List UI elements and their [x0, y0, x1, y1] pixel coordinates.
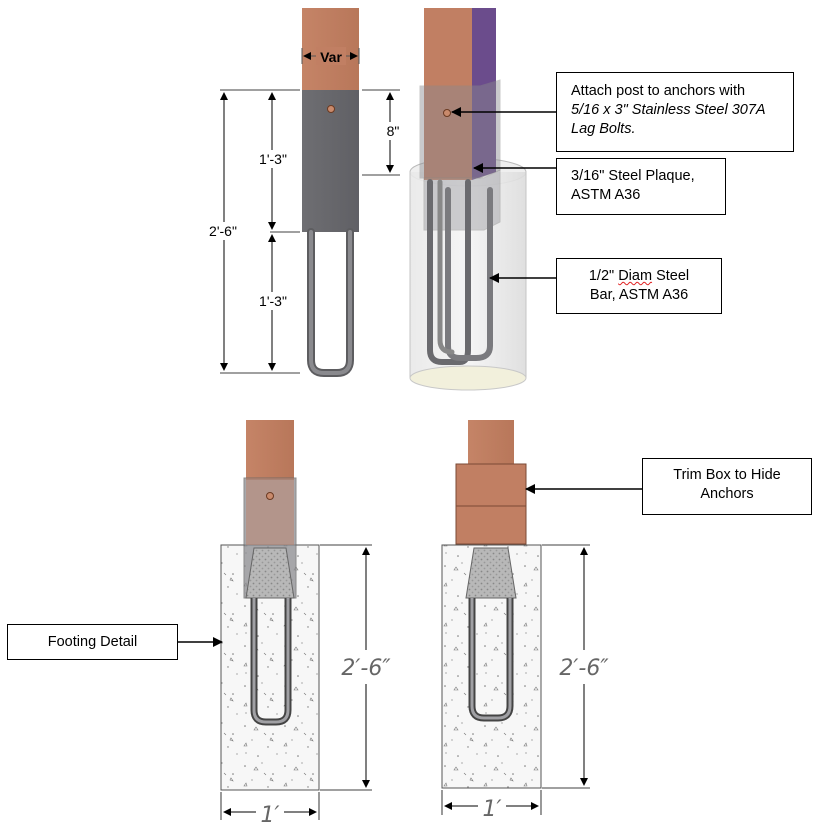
lag-bolts-line3: Lag Bolts.	[571, 121, 636, 137]
width-dim-label: 1′	[261, 803, 280, 828]
bar-material: Steel	[652, 268, 690, 284]
anchor-bars	[427, 179, 493, 365]
footing-section-right: 2′-6″ 1′	[441, 420, 618, 822]
footing-detail-label: Footing Detail	[47, 634, 138, 650]
trim-box-line1: Trim Box to Hide	[673, 467, 781, 483]
trim-box	[455, 463, 527, 545]
plaque-line2: ASTM A36	[571, 187, 641, 203]
label-bg	[250, 292, 296, 310]
plaque-callout: 3/16" Steel Plaque, ASTM A36	[556, 158, 726, 215]
bolt-hole-icon	[327, 105, 335, 113]
depth-dim-label: 2′-6″	[559, 656, 609, 681]
bar-size: 1/2"	[588, 268, 619, 284]
isometric-view	[409, 8, 527, 391]
label-bg	[200, 222, 248, 240]
trim-box-line2: Anchors	[700, 486, 754, 502]
bar-line2: Bar, ASTM A36	[589, 287, 689, 303]
label-bg	[330, 650, 400, 684]
steel-plaque	[419, 79, 501, 179]
lower-dim-label: 1'-3"	[259, 293, 287, 309]
post	[246, 420, 294, 480]
depth-dim-label: 2′-6″	[341, 656, 391, 681]
bolt-dim-label: 8"	[387, 123, 400, 139]
lag-bolts-line1: Attach post to anchors with	[571, 83, 746, 99]
callout-arrows	[178, 107, 642, 647]
width-dim-label: 1′	[483, 797, 502, 822]
anchor-bars	[307, 228, 354, 377]
total-dim-label: 2'-6"	[209, 223, 237, 239]
anchor-bar-highlight	[470, 598, 512, 720]
trim-box-callout: Trim Box to Hide Anchors	[642, 458, 812, 515]
post-side	[472, 8, 496, 180]
footing-bottom	[409, 365, 527, 391]
lag-bolts-callout: Attach post to anchors with 5/16 x 3" St…	[556, 72, 794, 152]
label-bg	[548, 650, 618, 684]
plaque-lower	[423, 169, 501, 231]
post-inside-plaque	[246, 478, 294, 545]
label-bg	[381, 122, 405, 140]
steel-plaque	[302, 90, 359, 232]
lag-bolts-line2: 5/16 x 3" Stainless Steel 307A	[571, 102, 766, 118]
plaque-line1: 3/16" Steel Plaque,	[571, 168, 695, 184]
bar-diam: Diam	[618, 268, 653, 284]
upper-dim-label: 1'-3"	[259, 151, 287, 167]
anchor-bar-highlight	[252, 598, 290, 724]
post-width-label: Var	[320, 49, 342, 65]
label-bg	[250, 150, 296, 168]
post-front	[424, 8, 472, 180]
elevation-view: Var 2'-6" 1'-3" 1'-3" 8"	[200, 8, 405, 377]
var-label-bg	[316, 47, 346, 65]
footing-section-left: 2′-6″ 1′	[220, 420, 400, 828]
footing-detail-callout: Footing Detail	[7, 624, 178, 660]
bar-line1: 1/2" Diam Steel	[557, 267, 721, 286]
bolt-hole-icon	[266, 492, 274, 500]
bar-callout: 1/2" Diam Steel Bar, ASTM A36	[556, 258, 722, 314]
label-bg	[478, 794, 506, 818]
bolt-hole-icon	[443, 109, 451, 117]
label-bg	[256, 800, 284, 824]
gravel-fill	[465, 547, 517, 599]
gravel-fill	[245, 547, 295, 599]
post	[468, 420, 514, 464]
